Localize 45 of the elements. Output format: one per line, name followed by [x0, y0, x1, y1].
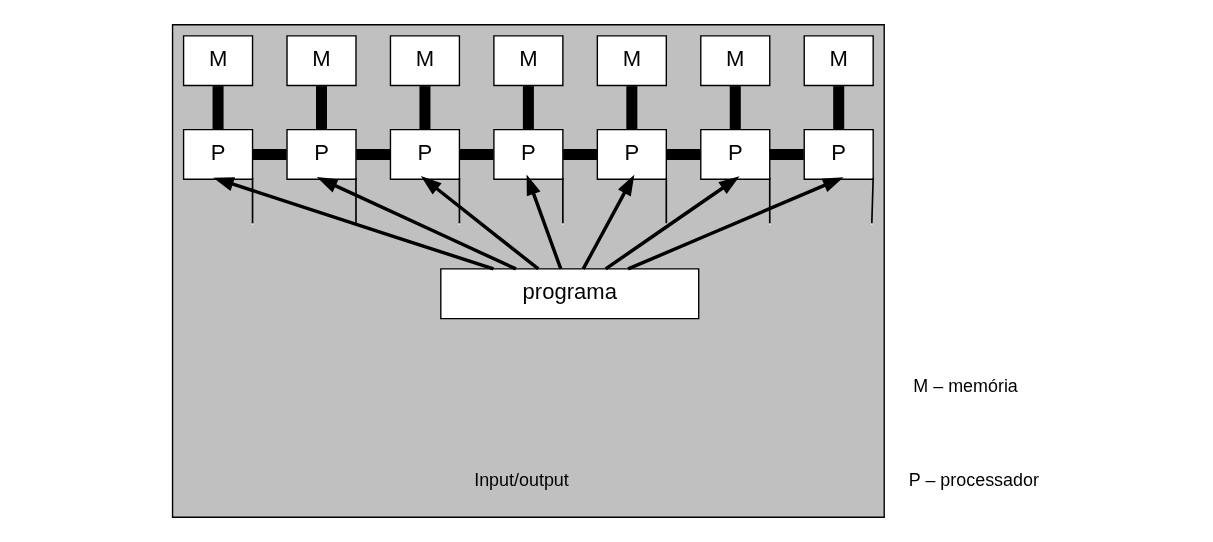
- arrow: [604, 176, 740, 271]
- connector: [729, 86, 741, 130]
- connector: [832, 86, 844, 130]
- connector: [418, 86, 430, 130]
- connector: [212, 86, 224, 130]
- node-box: M: [182, 35, 253, 87]
- connector: [251, 177, 253, 225]
- connector: [561, 177, 564, 225]
- connector: [522, 86, 534, 130]
- node-box: M: [389, 35, 460, 87]
- connector: [769, 148, 804, 160]
- cluster: [171, 24, 885, 518]
- connector: [768, 177, 771, 225]
- node-box: M: [803, 35, 874, 87]
- connector: [315, 86, 327, 130]
- label: Input/output: [473, 470, 569, 491]
- node-box: programa: [439, 268, 699, 320]
- node-box: P: [803, 128, 874, 180]
- node-box: M: [285, 35, 357, 87]
- label: P – processador: [908, 470, 1039, 491]
- node-box: P: [182, 128, 253, 180]
- connector: [458, 177, 460, 225]
- connector: [870, 177, 874, 225]
- node-box: M: [492, 35, 564, 87]
- connector: [625, 86, 637, 130]
- connector: [562, 148, 597, 160]
- connector: [459, 148, 493, 160]
- node-box: P: [699, 128, 770, 180]
- connector: [355, 148, 390, 160]
- node-box: P: [285, 128, 357, 180]
- arrow: [212, 177, 494, 271]
- arrow: [526, 174, 562, 270]
- arrow: [626, 177, 843, 271]
- node-box: M: [596, 35, 667, 87]
- node-box: P: [492, 128, 564, 180]
- node-box: P: [596, 128, 667, 180]
- node-box: M: [699, 35, 770, 87]
- connector: [666, 148, 700, 160]
- arrow: [316, 177, 517, 271]
- label: M – memória: [912, 376, 1018, 397]
- connector: [664, 177, 667, 225]
- arrow: [420, 176, 539, 271]
- node-box: P: [389, 128, 460, 180]
- arrow: [581, 174, 634, 270]
- connector: [252, 148, 287, 160]
